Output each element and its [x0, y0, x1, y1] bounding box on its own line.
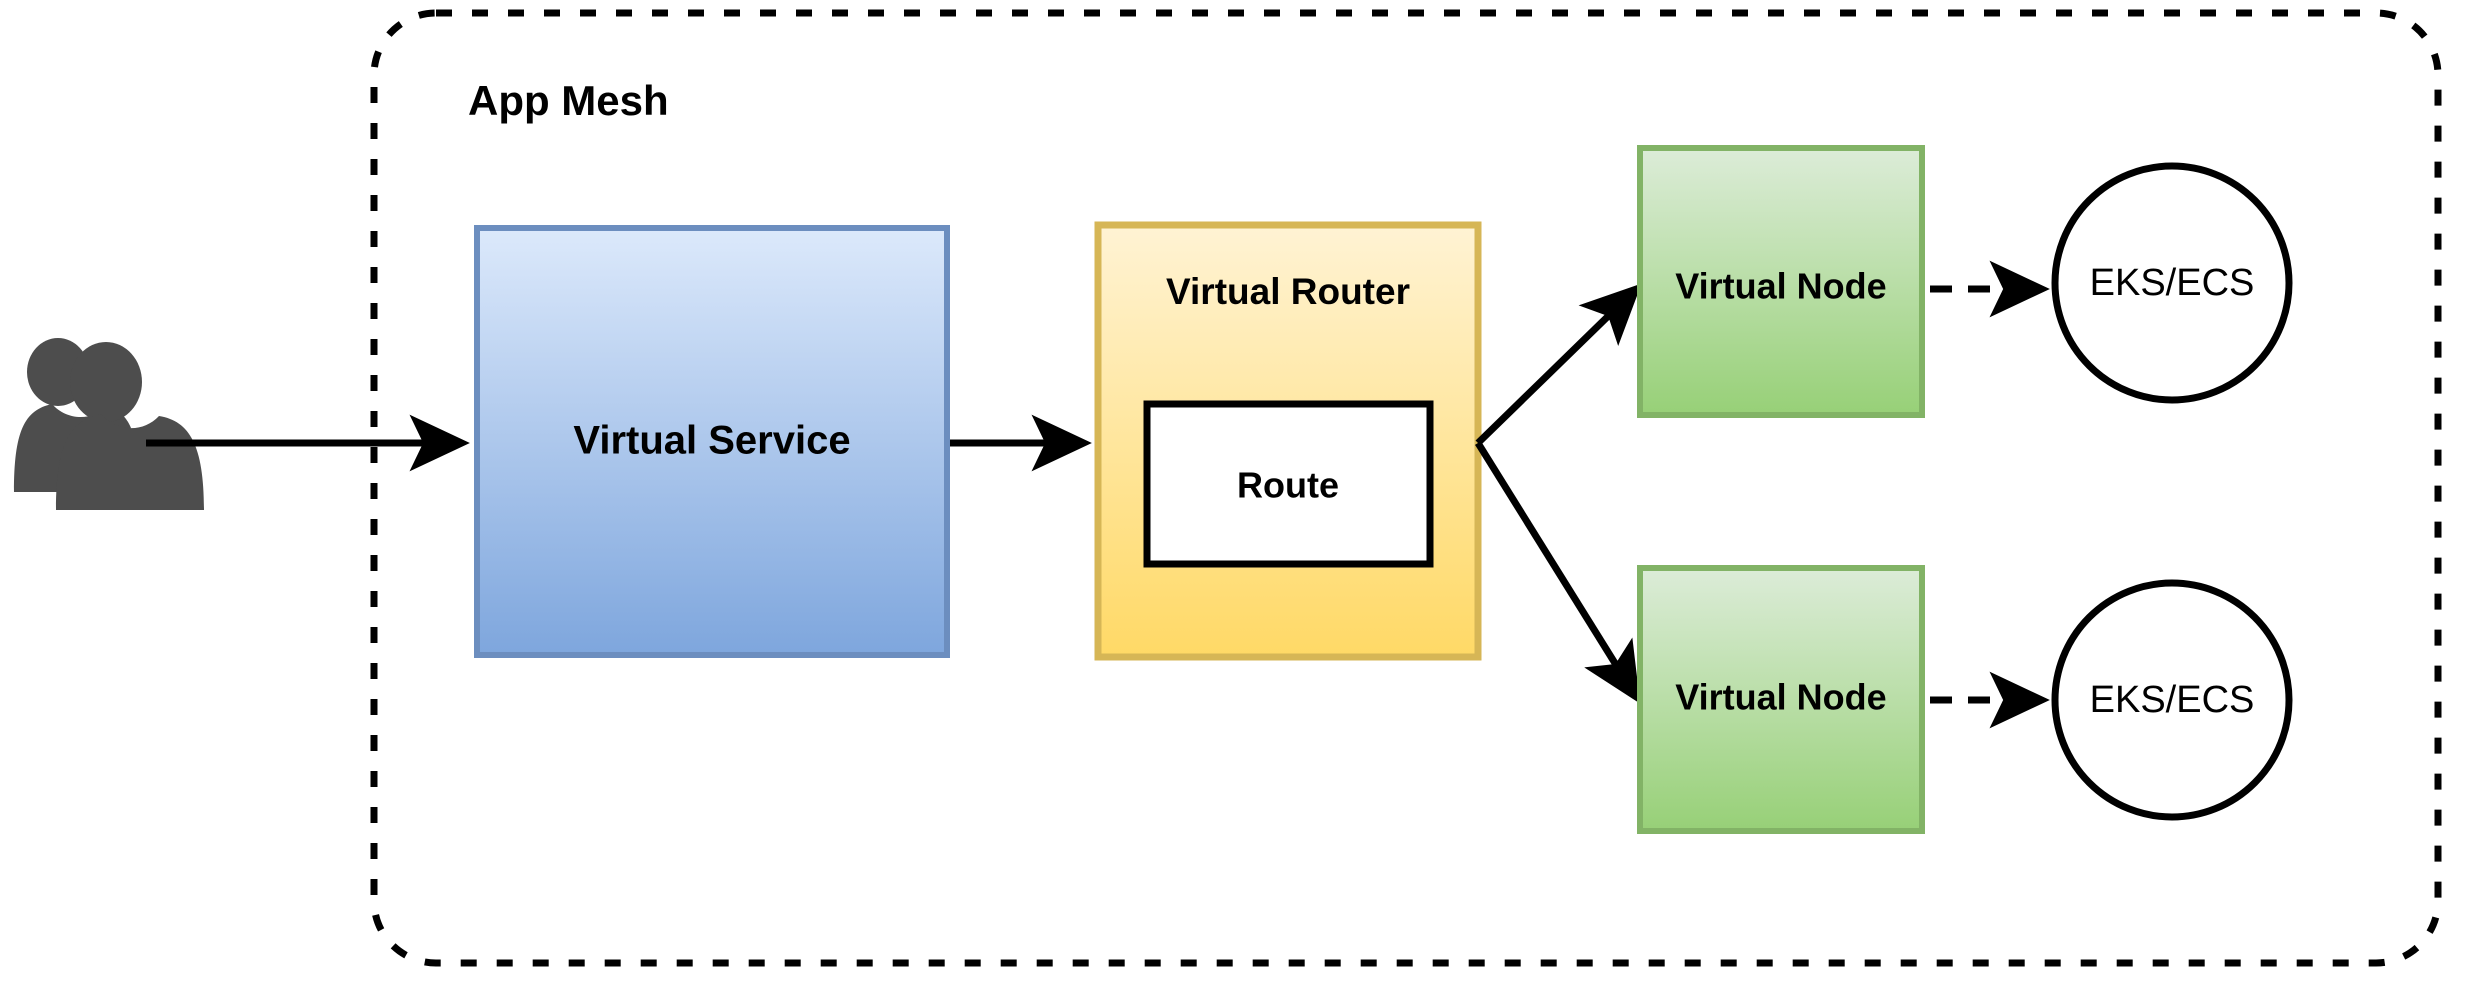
- app-mesh-title: App Mesh: [468, 77, 669, 124]
- route-box[interactable]: [1143, 400, 1434, 568]
- virtual-node-2-label: Virtual Node: [1675, 677, 1886, 718]
- users-icon: [14, 338, 204, 510]
- virtual-node-2-box[interactable]: [1637, 565, 1925, 834]
- edge-virtual-router-to-virtual-node-2: [1475, 441, 1641, 704]
- virtual-service-label: Virtual Service: [573, 419, 850, 463]
- endpoint-2-label: EKS/ECS: [2090, 679, 2255, 721]
- virtual-router-label: Virtual Router: [1166, 271, 1410, 312]
- endpoint-2-circle[interactable]: [2051, 579, 2293, 821]
- route-label: Route: [1237, 465, 1339, 506]
- virtual-node-1-box[interactable]: [1637, 145, 1925, 418]
- edge-virtual-router-to-virtual-node-1: [1475, 283, 1642, 446]
- endpoint-1-label: EKS/ECS: [2090, 262, 2255, 304]
- app-mesh-boundary: [370, 9, 2442, 967]
- virtual-node-1-label: Virtual Node: [1675, 266, 1886, 307]
- endpoint-1-circle[interactable]: [2051, 162, 2293, 404]
- virtual-service-box[interactable]: [474, 225, 950, 658]
